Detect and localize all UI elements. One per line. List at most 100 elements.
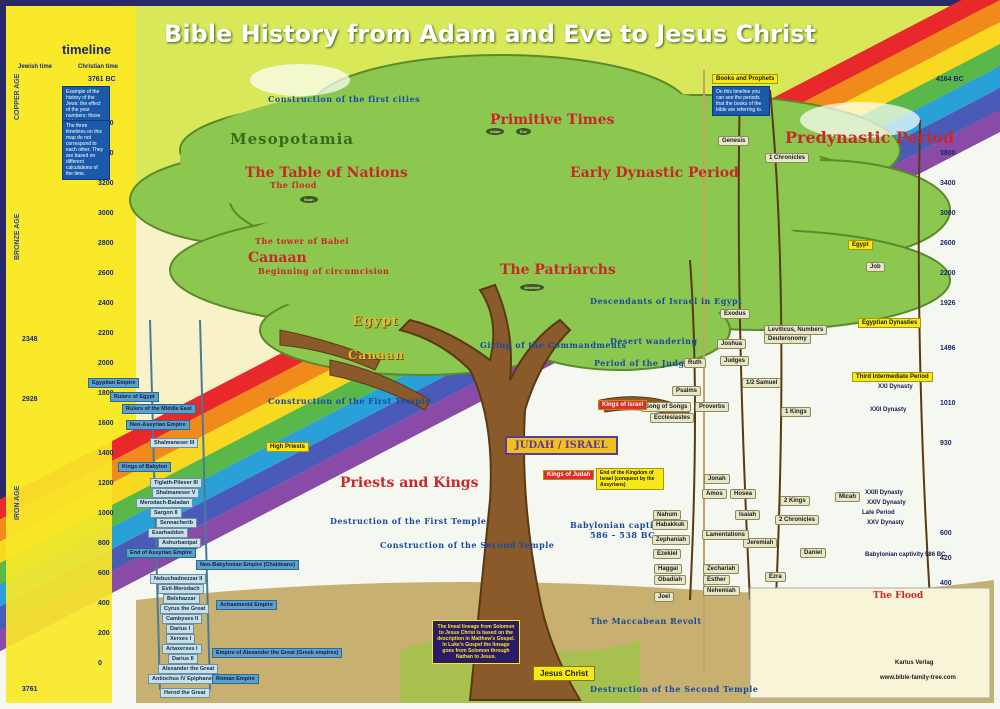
tl-year: 600 [98,570,110,577]
book-label: Lamentations [702,530,750,540]
person-abraham: Abraham [520,284,545,291]
tl-year: 1800 [98,390,114,397]
region-label: Predynastic Period [785,128,955,147]
tl-year: 2400 [98,300,114,307]
christian-time-label: Christian time [78,64,119,70]
region-sublabel: Period of the Judges [594,358,696,368]
region-sublabel: Descendants of Israel in Egypt [590,296,743,306]
region-label: Primitive Times [490,112,615,128]
region-sublabel: Construction of the First Temple [268,396,431,406]
kings-israel-label: Kings of Israel [598,400,648,410]
region-sublabel: Construction of the Second Temple [380,540,555,550]
region-label: The Table of Nations [245,165,408,181]
end-kingdom-note: End of the Kingdom of Israel (conquest b… [596,468,664,490]
age-label: BRONZE AGE [14,213,21,260]
ruler-label: Cyrus the Great [160,604,210,614]
page-title: Bible History from Adam and Eve to Jesus… [164,20,816,48]
jewish-year: 2928 [22,396,38,403]
legend-flood-label: The Flood [873,591,924,601]
book-label: Hosea [730,489,757,499]
book-label: Ezra [765,572,786,582]
start-year: 3761 BC [88,76,116,83]
book-label: Haggai [654,564,683,574]
empire-label: Kings of Babylon [118,462,172,472]
egypt-period: Babylonian captivity 586 BC [865,552,946,558]
book-label: Joel [654,592,675,602]
rt-year: 420 [940,555,952,562]
ruler-label: Tiglath-Pileser III [150,478,202,488]
tl-year: 800 [98,540,110,547]
ruler-label: Darius I [166,624,195,634]
tl-year: 1400 [98,450,114,457]
region-sublabel: Babylonian captivity [570,520,672,530]
legend-panel [749,587,991,699]
ruler-label: Shalmaneser III [150,438,199,448]
region-label: Canaan [248,250,307,266]
tl-year: 400 [98,600,110,607]
book-label: 1 Chronicles [765,153,810,163]
book-label: Isaiah [735,510,761,520]
person-adam: Adam [486,128,505,135]
ruler-label: Cambyses II [162,614,203,624]
book-label: Nahum [653,510,682,520]
info-box: On this timeline you can see the periods… [712,86,770,116]
region-label: Early Dynastic Period [570,165,739,181]
book-label: Obadiah [654,575,687,585]
region-label: The Patriarchs [500,262,616,278]
ruler-label: Nebuchadnezzar II [150,574,207,584]
empire-label: Rulers of Egypt [110,392,159,402]
egypt-period: Third Intermediate Period [852,372,933,382]
ruler-label: Darius II [168,654,198,664]
book-label: Nehemiah [703,586,740,596]
rt-year: 2200 [940,270,956,277]
empire-label: End of Assyrian Empire [126,548,196,558]
book-label: 2 Chronicles [775,515,820,525]
book-label: Psalms [672,386,702,396]
book-label: Jeremiah [743,538,778,548]
empire-label: Achaemenid Empire [216,600,277,610]
ruler-label: Belshazzar [163,594,200,604]
tl-year: 1000 [98,510,114,517]
book-label: Amos [702,489,727,499]
region-sublabel: Beginning of circumcision [258,266,390,276]
ruler-label: Herod the Great [160,688,210,698]
book-label: Daniel [800,548,827,558]
region-sublabel: The Maccabean Revolt [590,616,702,626]
egypt-period: XXII Dynasty [870,407,907,413]
rt-year: 930 [940,440,952,447]
kings-judah-label: Kings of Judah [543,470,595,480]
ruler-label: Artaxerxes I [162,644,202,654]
ruler-label: Shalmaneser V [152,488,200,498]
tl-year: 2000 [98,360,114,367]
book-label: Habakkuk [652,520,689,530]
tl-year: 1200 [98,480,114,487]
rt-year: 3400 [940,180,956,187]
ruler-label: Sennacherib [156,518,198,528]
book-label: Ezekiel [653,549,682,559]
book-label: Genesis [718,136,750,146]
empire-label: Empire of Alexander the Great (Greek emp… [212,648,343,658]
book-label: Ruth [684,358,706,368]
book-label: Zechariah [703,564,740,574]
age-label: COPPER AGE [14,73,21,120]
age-label: IRON AGE [14,485,21,520]
rt-year: 1010 [940,400,956,407]
egypt-period: Late Period [862,510,895,516]
tl-year: 2600 [98,270,114,277]
ruler-label: Alexander the Great [158,664,219,674]
ruler-label: Ashurbanipal [158,538,202,548]
timeline-heading: timeline [62,42,112,57]
empire-label: Rulers of the Middle East [122,404,196,414]
rt-year: 1496 [940,345,956,352]
region-label: Canaan [348,348,405,362]
ruler-label: Xerxes I [166,634,196,644]
rt-year: 3000 [940,210,956,217]
empire-label: Roman Empire [212,674,259,684]
region-sublabel: 586 – 538 BC [590,530,656,540]
book-label: Song of Songs [641,402,692,412]
book-label: 1 Kings [781,407,811,417]
egypt-period: XXIII Dynasty [865,490,904,496]
lineage-note: The lineal lineage from Solomon to Jesus… [432,620,520,664]
region-sublabel: The tower of Babel [255,236,349,246]
